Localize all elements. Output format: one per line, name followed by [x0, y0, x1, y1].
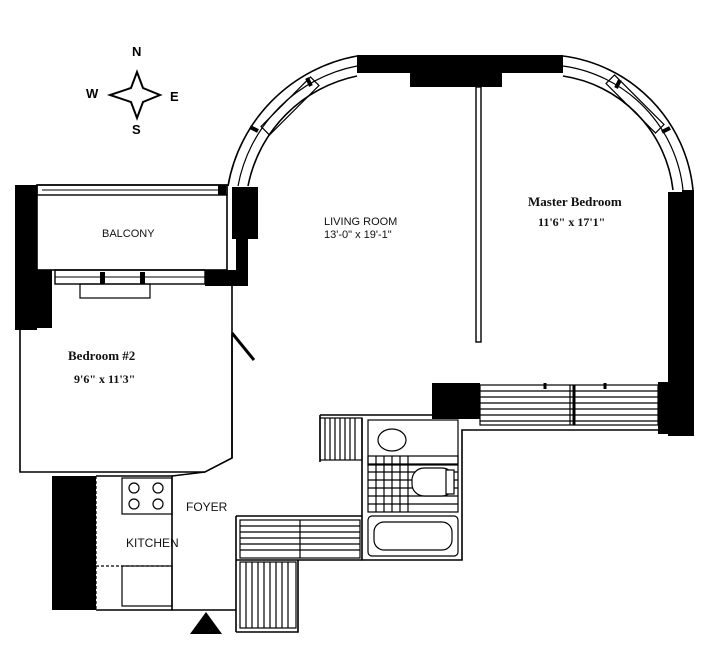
bedroom-2-dimensions: 9'6" x 11'3" — [74, 372, 136, 386]
living-room-label: LIVING ROOM — [324, 216, 398, 228]
living-room-bay-window — [227, 55, 358, 187]
entry-arrow-icon — [190, 612, 222, 634]
master-bedroom-label: Master Bedroom — [528, 194, 622, 209]
master-bedroom-bay-window — [562, 55, 694, 191]
master-bedroom-dimensions: 11'6" x 17'1" — [538, 215, 606, 229]
compass-north: N — [132, 44, 142, 59]
bathroom — [367, 419, 459, 557]
lower-closets — [239, 519, 361, 629]
foyer-label: FOYER — [186, 500, 228, 514]
exterior-walls — [15, 55, 694, 610]
balcony — [36, 184, 228, 299]
hall-closet — [319, 417, 363, 461]
master-closet — [479, 383, 659, 426]
kitchen-label: KITCHEN — [126, 536, 179, 550]
compass-west: W — [86, 86, 99, 101]
compass-icon — [106, 69, 163, 121]
compass-east: E — [170, 89, 179, 104]
bedroom-2-label: Bedroom #2 — [68, 348, 136, 363]
compass-south: S — [132, 122, 141, 137]
living-room-dimensions: 13'-0" x 19'-1" — [324, 229, 392, 241]
partition-wall — [475, 86, 482, 343]
balcony-label: BALCONY — [102, 228, 155, 240]
kitchen — [63, 476, 173, 610]
